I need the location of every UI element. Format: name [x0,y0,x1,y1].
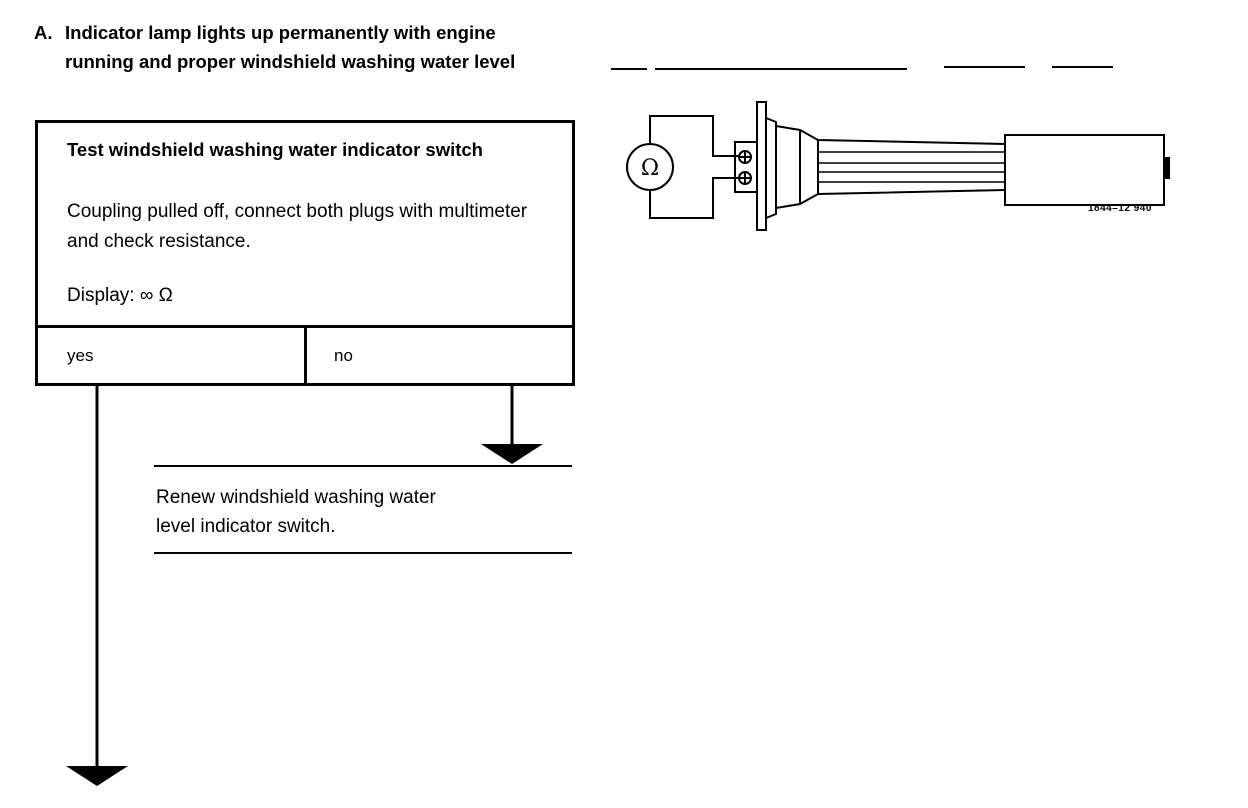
wire-top [649,115,738,157]
header-rule-1 [611,68,647,70]
heading-line-2: running and proper windshield washing wa… [65,51,516,72]
float-cylinder [1004,134,1165,206]
fault-heading: A. Indicator lamp lights up permanently w… [34,18,515,76]
answer-no-label: no [334,346,353,365]
heading-line-1: Indicator lamp lights up permanently wit… [65,22,496,43]
expected-display: Display: ∞ Ω [67,285,173,306]
answer-yes-cell: yes [38,328,307,386]
flange-step [765,117,777,219]
test-instruction: Coupling pulled off, connect both plugs … [67,201,528,252]
header-rule-4 [1052,66,1113,68]
answer-row: yes no [38,325,572,386]
body-top [775,125,1006,145]
body-bottom [775,189,1006,209]
answer-yes-label: yes [67,346,94,365]
wire-bottom [649,177,738,219]
header-rule-3 [944,66,1025,68]
heading-letter: A. [34,22,53,43]
figure-code: 1844–12 940 [1088,203,1152,214]
answer-no-cell: no [307,328,572,386]
indicator-switch-illustration: Ω [626,101,1170,231]
remedy-line-2: level indicator switch. [156,516,336,537]
yes-arrow-head [66,766,128,786]
float-end-cap [1163,157,1170,179]
ohm-symbol: Ω [641,156,659,181]
test-step-box: Test windshield washing water indicator … [35,120,575,386]
test-title: Test windshield washing water indicator … [67,139,483,160]
remedy-text: Renew windshield washing water level ind… [156,483,436,541]
header-rule-2 [655,68,907,70]
no-arrow-head [481,444,543,464]
flange [756,101,767,231]
remedy-line-1: Renew windshield washing water [156,487,436,508]
